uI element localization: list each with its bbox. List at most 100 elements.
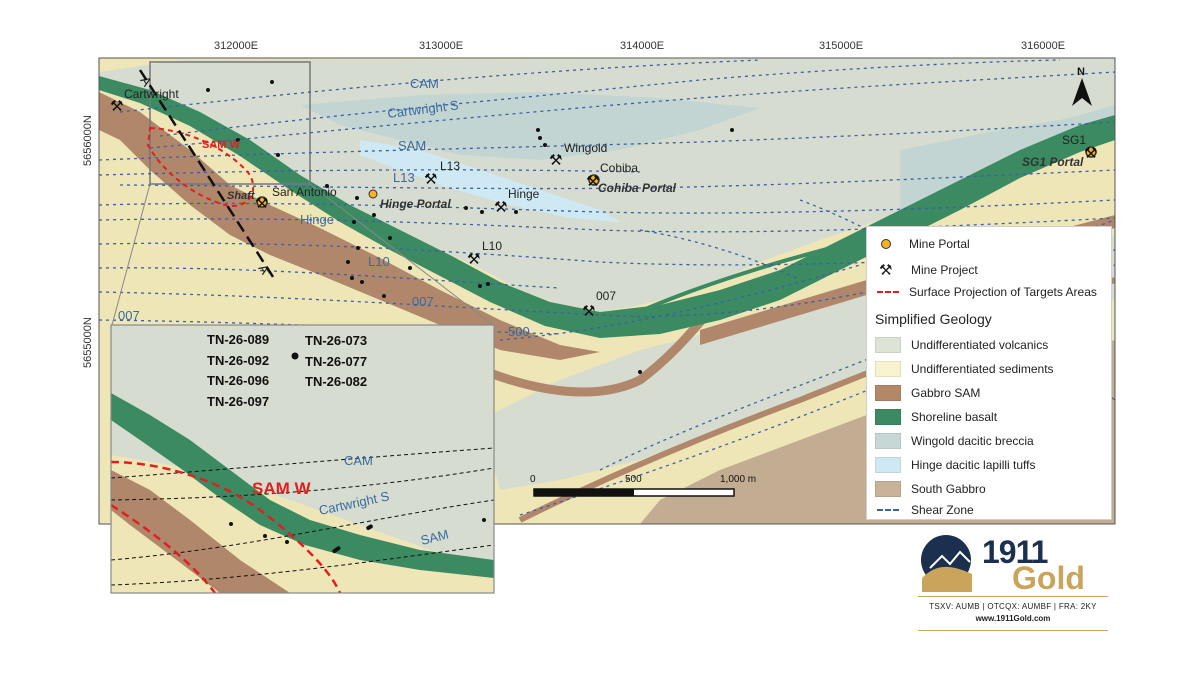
label-007-project: 007 — [596, 289, 616, 303]
hole-id: TN-26-097 — [207, 393, 270, 409]
legend-geology-item: Wingold dacitic breccia — [875, 433, 1034, 449]
easting-314000: 314000E — [620, 40, 665, 52]
north-arrow-icon: N — [1072, 66, 1092, 106]
label-007-west: 007 — [118, 308, 140, 323]
legend-label: Gabbro SAM — [911, 386, 981, 400]
easting-313000: 313000E — [419, 40, 464, 52]
inset-map: CAM Cartwright S SAM SAM W — [111, 325, 494, 593]
svg-text:⚒: ⚒ — [494, 198, 507, 216]
red-dashed-line-icon — [877, 291, 899, 293]
legend-mine-project: ⚒ Mine Project — [875, 261, 978, 279]
geology-swatch — [875, 409, 901, 425]
legend-geology-item: Undifferentiated sediments — [875, 361, 1054, 377]
inset-label-cam: CAM — [344, 453, 373, 468]
legend-label: Surface Projection of Targets Areas — [909, 285, 1097, 299]
logo-tickers: TSXV: AUMB | OTCQX: AUMBF | FRA: 2KY — [929, 602, 1097, 611]
scale-tick-1000: 1,000 m — [720, 474, 756, 485]
label-shaft: Shaft — [227, 190, 256, 202]
inset-frame — [110, 324, 495, 594]
label-sg1: SG1 — [1062, 133, 1086, 147]
map-frame — [98, 57, 1116, 525]
svg-text:⚒: ⚒ — [549, 151, 562, 169]
svg-text:⚒: ⚒ — [1084, 144, 1097, 162]
hole-id: TN-26-077 — [305, 353, 368, 369]
label-cam: CAM — [410, 76, 439, 91]
legend-label: Undifferentiated volcanics — [911, 338, 1049, 352]
geology-swatch — [875, 457, 901, 473]
target-area-sam-w — [146, 126, 255, 207]
label-l13-project: L13 — [440, 159, 460, 173]
inset-label-sam: SAM — [419, 527, 450, 548]
scale-bar: 0 500 1,000 m — [530, 474, 756, 497]
map-legend: Mine Portal ⚒ Mine Project Surface Proje… — [866, 226, 1112, 520]
label-sg1-portal: SG1 Portal — [1022, 155, 1084, 169]
scale-tick-500: 500 — [625, 474, 642, 485]
svg-text:⚒: ⚒ — [467, 250, 480, 268]
legend-geology-title: Simplified Geology — [875, 311, 992, 327]
legend-label: Shear Zone — [911, 503, 974, 517]
inset-leader-right — [309, 183, 494, 326]
label-hinge-project: Hinge — [508, 187, 540, 201]
legend-label: South Gabbro — [911, 482, 986, 496]
section-line-a-a — [138, 69, 277, 281]
logo-word: Gold — [1012, 560, 1085, 596]
legend-label: Mine Portal — [909, 237, 970, 251]
label-l10-project: L10 — [482, 239, 502, 253]
north-label: N — [1077, 66, 1085, 78]
svg-text:⚒: ⚒ — [586, 172, 599, 190]
svg-text:⚒: ⚒ — [110, 97, 123, 115]
legend-target-areas: Surface Projection of Targets Areas — [875, 285, 1097, 299]
hole-id: TN-26-092 — [207, 352, 270, 368]
geology-swatch — [875, 385, 901, 401]
legend-geology-item: South Gabbro — [875, 481, 986, 497]
legend-label: Wingold dacitic breccia — [911, 434, 1034, 448]
legend-label: Shoreline basalt — [911, 410, 998, 424]
label-wingold: Wingold — [564, 141, 607, 155]
label-cohiba-portal: Cohiba Portal — [598, 181, 677, 195]
easting-315000: 315000E — [819, 40, 864, 52]
legend-label: Undifferentiated sediments — [911, 362, 1054, 376]
inset-label-sam-w: SAM W — [252, 479, 312, 498]
hinge-tuffs — [360, 140, 620, 222]
hole-id: TN-26-082 — [305, 374, 368, 389]
legend-mine-portal: Mine Portal — [875, 237, 970, 251]
legend-label: Mine Project — [911, 263, 978, 277]
geology-swatch — [875, 481, 901, 497]
legend-shear-zone: Shear Zone — [875, 503, 974, 517]
geology-swatch — [875, 337, 901, 353]
label-sam-w: SAM W — [202, 139, 241, 151]
blue-dashed-line-icon — [877, 509, 899, 511]
inset-leader-left — [111, 183, 151, 326]
logo-website[interactable]: www.1911Gold.com — [975, 614, 1051, 623]
hole-id: TN-26-073 — [305, 333, 368, 348]
logo-number: 1911 — [982, 534, 1048, 570]
svg-text:⚒: ⚒ — [582, 302, 595, 320]
scale-tick-0: 0 — [530, 474, 536, 485]
label-san-antonio: San Antonio — [272, 185, 337, 199]
label-sam: SAM — [398, 138, 426, 153]
legend-label: Hinge dacitic lapilli tuffs — [911, 458, 1036, 472]
label-hinge-portal: Hinge Portal — [380, 197, 451, 211]
inset-hole-list-left: TN-26-089 TN-26-092 TN-26-096 TN-26-097 — [207, 330, 269, 412]
svg-text:⚒: ⚒ — [424, 170, 437, 188]
geology-swatch — [875, 361, 901, 377]
mine-project-markers: ⚒ ⚒ ⚒ ⚒ ⚒ ⚒ ⚒ ⚒ ⚒ — [110, 97, 1097, 320]
pickaxe-icon: ⚒ — [879, 261, 893, 279]
geology-swatch — [875, 433, 901, 449]
label-500: 500 — [508, 324, 530, 339]
inset-extent-box — [149, 61, 311, 185]
easting-312000: 312000E — [214, 40, 259, 52]
svg-text:⚒: ⚒ — [255, 194, 268, 212]
mine-portal-markers — [256, 146, 1097, 208]
legend-geology-item: Gabbro SAM — [875, 385, 980, 401]
label-l13-shear: L13 — [393, 170, 415, 185]
mine-portal-icon — [881, 239, 891, 249]
inset-hole-list-right: TN-26-073 TN-26-077 TN-26-082 — [305, 331, 367, 393]
hole-id: TN-26-089 — [207, 332, 270, 347]
label-l10-shear: L10 — [368, 254, 390, 269]
company-logo: 1911 Gold TSXV: AUMB | OTCQX: AUMBF | FR… — [918, 532, 1108, 632]
label-007-shear: 007 — [412, 294, 434, 309]
shoreline-basalt — [99, 76, 1115, 338]
label-hinge-shear: Hinge — [300, 212, 334, 227]
logo-mark-icon — [921, 535, 972, 592]
